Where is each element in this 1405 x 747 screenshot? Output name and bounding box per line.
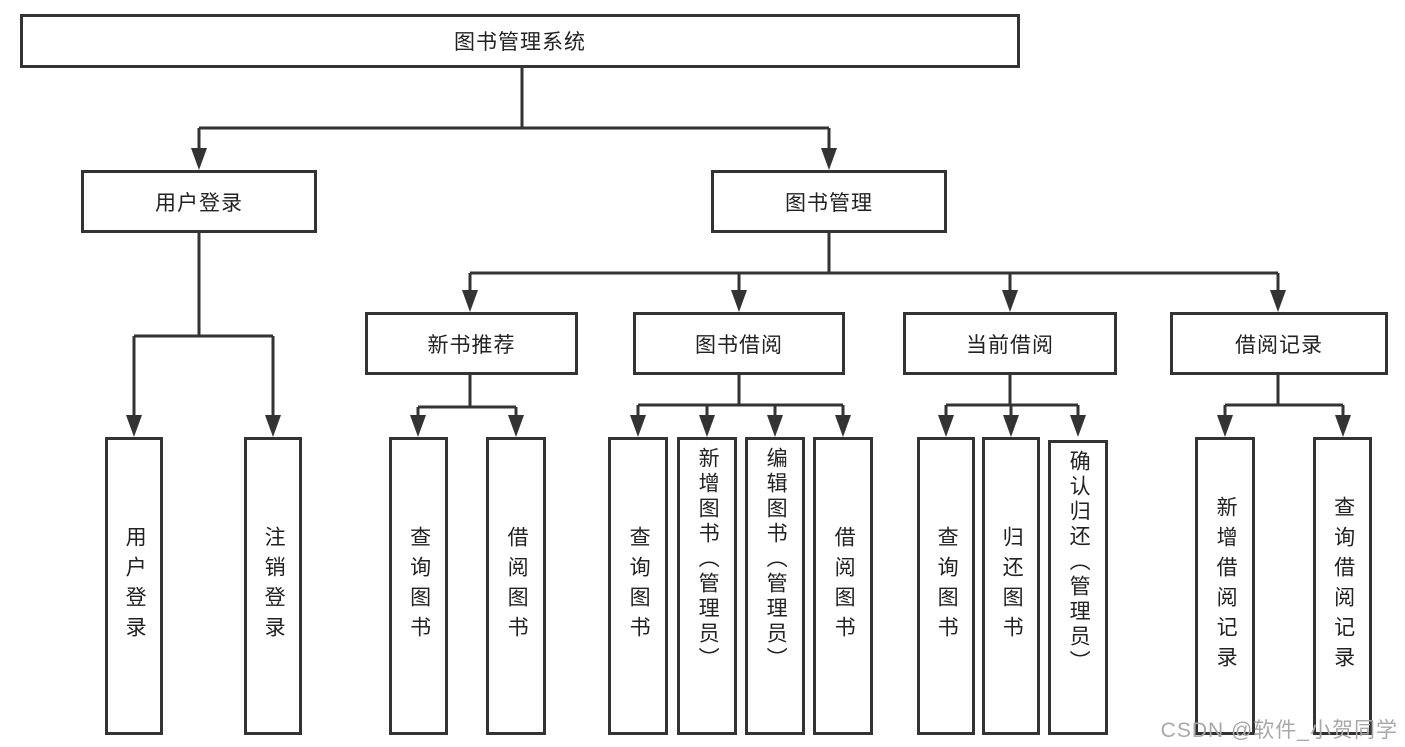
leaf-label: 查询图书	[935, 526, 959, 646]
leaf-confirm-return-admin: 确认归还（管理员）	[1048, 440, 1108, 735]
node-label: 图书管理系统	[454, 31, 586, 54]
leaf-label: 借阅图书	[505, 526, 529, 646]
leaf-label: 查询图书	[407, 526, 431, 646]
leaf-label: 归还图书	[1000, 526, 1024, 646]
leaf-borrow-books-borrowing: 借阅图书	[813, 437, 873, 735]
node-label: 新书推荐	[427, 333, 516, 357]
node-book-borrowing: 图书借阅	[633, 312, 845, 375]
leaf-borrow-books-recommend: 借阅图书	[486, 437, 546, 735]
leaf-query-books-recommend: 查询图书	[389, 437, 448, 735]
node-new-book-recommendation: 新书推荐	[365, 312, 578, 375]
leaf-query-books-current: 查询图书	[917, 437, 975, 735]
node-label: 当前借阅	[966, 333, 1054, 357]
node-label: 图书借阅	[695, 333, 783, 357]
leaf-edit-books-admin: 编辑图书（管理员）	[745, 437, 805, 735]
node-label: 用户登录	[155, 191, 243, 215]
leaf-add-books-admin: 新增图书（管理员）	[677, 437, 737, 735]
leaf-return-books: 归还图书	[982, 437, 1040, 735]
leaf-label: 借阅图书	[832, 526, 856, 646]
leaf-label: 查询图书	[627, 526, 651, 646]
node-book-management: 图书管理	[711, 170, 947, 233]
leaf-user-login: 用户登录	[105, 437, 163, 735]
leaf-label: 确认归还（管理员）	[1067, 450, 1091, 675]
node-label: 图书管理	[785, 191, 873, 215]
leaf-label: 注销登录	[262, 526, 286, 646]
node-user-login: 用户登录	[81, 170, 317, 233]
leaf-label: 新增图书（管理员）	[696, 447, 720, 672]
leaf-label: 查询借阅记录	[1331, 496, 1355, 676]
node-label: 借阅记录	[1235, 333, 1323, 357]
leaf-add-borrow-record: 新增借阅记录	[1195, 437, 1255, 735]
leaf-query-books-borrowing: 查询图书	[608, 437, 668, 735]
leaf-label: 新增借阅记录	[1214, 496, 1238, 676]
csdn-watermark: CSDN @软件_小贺同学	[1160, 719, 1398, 742]
leaf-query-borrow-record: 查询借阅记录	[1313, 437, 1372, 735]
leaf-label: 用户登录	[123, 526, 147, 646]
leaf-label: 编辑图书（管理员）	[764, 447, 788, 672]
node-borrowing-records: 借阅记录	[1170, 312, 1388, 375]
node-library-management-system: 图书管理系统	[20, 14, 1020, 68]
leaf-logout: 注销登录	[244, 437, 302, 735]
node-current-borrowing: 当前借阅	[903, 312, 1117, 375]
